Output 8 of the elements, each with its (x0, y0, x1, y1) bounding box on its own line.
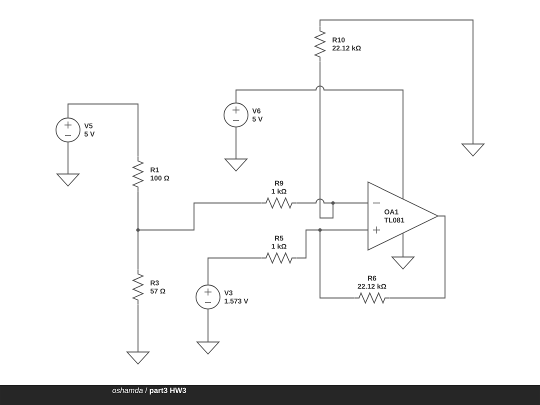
wire (138, 190, 262, 230)
wire (208, 258, 262, 285)
wire (296, 198, 368, 204)
wire (68, 104, 138, 158)
wire (402, 232, 404, 258)
wire (320, 230, 368, 298)
wire (388, 216, 446, 298)
wire (320, 20, 474, 144)
